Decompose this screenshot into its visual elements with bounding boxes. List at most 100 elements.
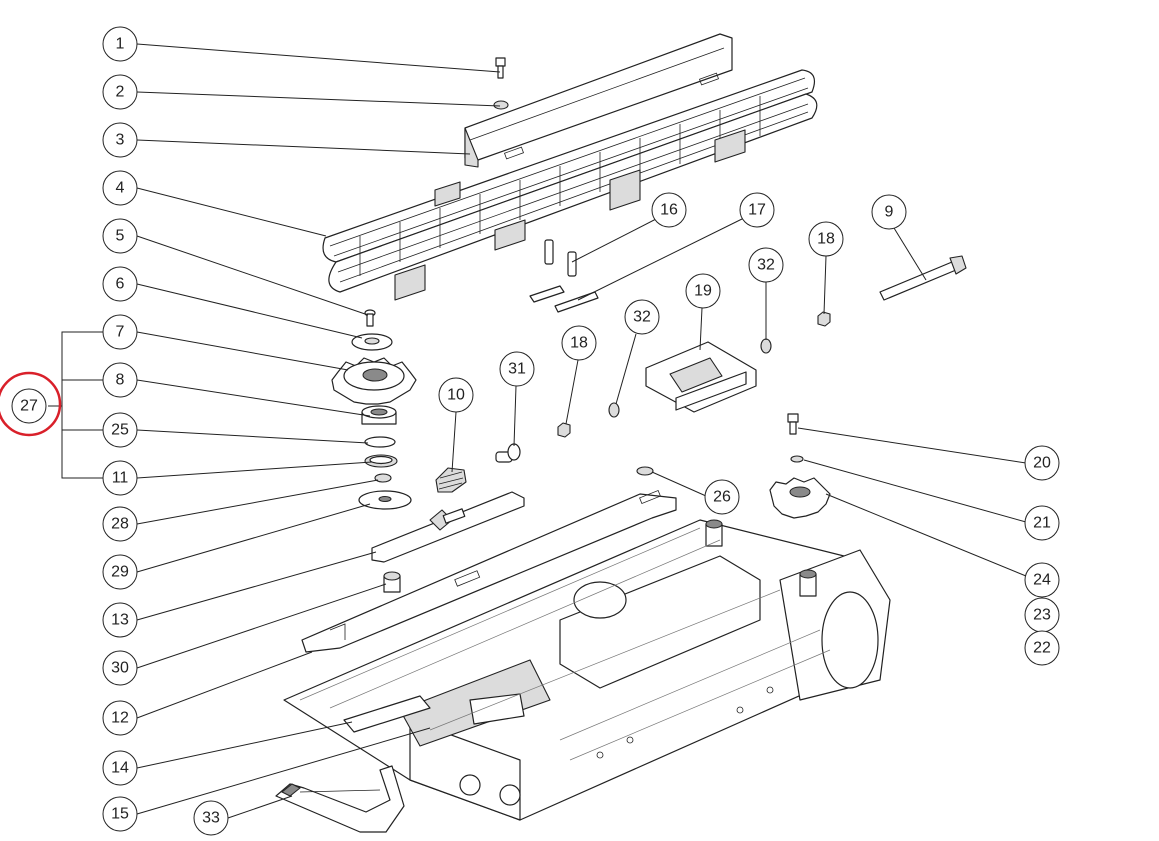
callout-17: 17 [739, 192, 775, 228]
svg-text:15: 15 [111, 806, 129, 823]
callout-27: 27 [0, 371, 62, 437]
bushing-part-30 [383, 571, 401, 593]
bracket-part-33 [275, 765, 405, 833]
svg-text:12: 12 [111, 710, 129, 727]
shaft-part [799, 569, 817, 597]
callout-6: 6 [102, 266, 138, 302]
bolt-part-1 [495, 57, 506, 79]
washer-part-32b [760, 338, 772, 354]
svg-text:26: 26 [713, 489, 731, 506]
callout-9: 9 [871, 194, 907, 230]
svg-text:20: 20 [1033, 455, 1051, 472]
spring-part-10 [435, 467, 467, 493]
callout-20: 20 [1024, 445, 1060, 481]
svg-text:14: 14 [111, 760, 129, 777]
callout-32-right: 32 [748, 247, 784, 283]
callout-15: 15 [102, 796, 138, 832]
svg-text:5: 5 [116, 228, 125, 245]
washer-part-6 [351, 333, 393, 351]
callout-11: 11 [102, 460, 138, 496]
ring-part-25 [364, 436, 396, 448]
pins-part-16 [544, 239, 577, 277]
callout-1: 1 [102, 26, 138, 62]
callout-7: 7 [102, 314, 138, 350]
shaft-part [705, 519, 723, 547]
callout-12: 12 [102, 700, 138, 736]
parts-illustration [275, 33, 967, 833]
svg-text:17: 17 [748, 202, 766, 219]
callout-18-top: 18 [808, 221, 844, 257]
callout-26: 26 [704, 479, 740, 515]
callout-28: 28 [102, 506, 138, 542]
callout-13: 13 [102, 602, 138, 638]
callout-18-mid: 18 [561, 325, 597, 361]
highlight-circle [0, 371, 62, 437]
callout-23: 23 [1024, 597, 1060, 633]
washer-part-2 [493, 100, 509, 110]
callout-3: 3 [102, 122, 138, 158]
svg-text:16: 16 [660, 202, 678, 219]
svg-text:31: 31 [508, 361, 526, 378]
callout-30: 30 [102, 650, 138, 686]
washer-part-28 [374, 473, 392, 483]
callout-10: 10 [438, 377, 474, 413]
svg-text:19: 19 [694, 283, 712, 300]
svg-text:3: 3 [116, 132, 125, 149]
svg-text:32: 32 [633, 309, 651, 326]
svg-text:6: 6 [116, 276, 125, 293]
svg-text:10: 10 [447, 387, 465, 404]
svg-text:2: 2 [116, 84, 125, 101]
callout-24: 24 [1024, 562, 1060, 598]
svg-text:24: 24 [1033, 572, 1051, 589]
long-plate-part-12 [301, 489, 677, 653]
callout-25: 25 [102, 412, 138, 448]
leader-lines [48, 43, 1027, 819]
svg-text:25: 25 [111, 422, 129, 439]
callout-5: 5 [102, 218, 138, 254]
callout-16: 16 [651, 192, 687, 228]
plates-part-17 [529, 285, 599, 313]
callout-21: 21 [1024, 505, 1060, 541]
svg-text:18: 18 [817, 231, 835, 248]
pin-part-31 [495, 443, 521, 463]
svg-text:27: 27 [20, 398, 38, 415]
main-frame-part [283, 519, 891, 821]
nut-part-18b [817, 311, 831, 327]
washer-part-21 [790, 455, 804, 463]
washer-part-26 [636, 466, 654, 476]
svg-text:18: 18 [570, 335, 588, 352]
bolt-part-20 [787, 413, 799, 435]
callout-33: 33 [193, 800, 229, 836]
callout-8: 8 [102, 362, 138, 398]
callout-19: 19 [685, 273, 721, 309]
plate-part-14 [343, 695, 431, 733]
svg-text:13: 13 [111, 612, 129, 629]
svg-text:9: 9 [885, 204, 894, 221]
callout-2: 2 [102, 74, 138, 110]
svg-text:32: 32 [757, 257, 775, 274]
callout-32-left: 32 [624, 299, 660, 335]
svg-text:21: 21 [1033, 515, 1051, 532]
svg-text:23: 23 [1033, 607, 1051, 624]
screw-part-5 [364, 309, 376, 327]
bracket-part-19 [645, 341, 757, 413]
svg-text:28: 28 [111, 516, 129, 533]
svg-text:4: 4 [116, 180, 125, 197]
bearing-part-8 [361, 405, 397, 425]
svg-text:22: 22 [1033, 640, 1051, 657]
snap-ring-part-11 [364, 454, 398, 468]
sprocket-part-7 [331, 357, 417, 405]
svg-text:7: 7 [116, 324, 125, 341]
svg-text:1: 1 [116, 36, 125, 53]
sprocket-part-24 [769, 477, 831, 519]
washer-part-29 [358, 490, 412, 510]
svg-text:30: 30 [111, 660, 129, 677]
callouts: 1 2 3 4 5 6 7 8 [0, 26, 1060, 836]
callout-31: 31 [499, 351, 535, 387]
top-rail-part [464, 33, 733, 168]
callout-14: 14 [102, 750, 138, 786]
svg-text:33: 33 [202, 810, 220, 827]
washer-part-32a [608, 402, 620, 418]
plate-part-13 [371, 491, 525, 563]
